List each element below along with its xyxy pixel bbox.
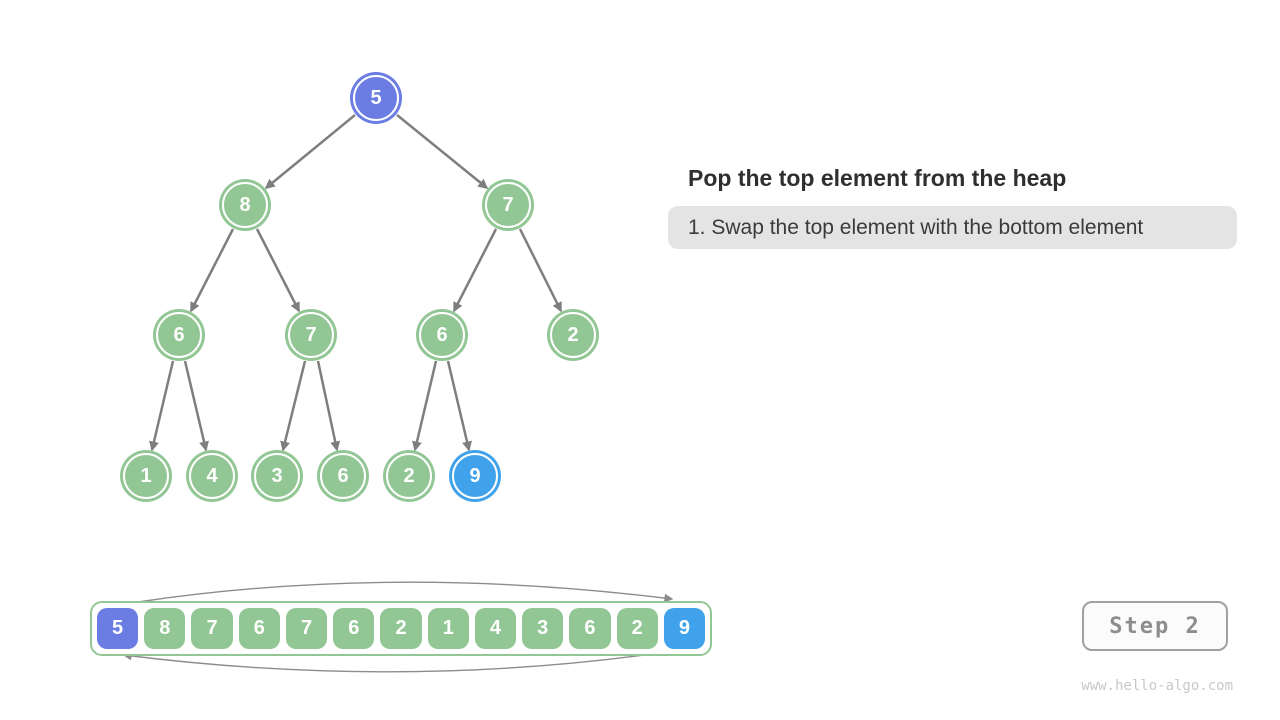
swap-arc-top xyxy=(137,581,674,603)
array-cell: 7 xyxy=(285,608,328,649)
array-cell: 4 xyxy=(474,608,517,649)
array-cell: 7 xyxy=(191,608,233,649)
edge-6-1 xyxy=(149,360,175,452)
edge-5-7 xyxy=(396,114,489,189)
array-cell: 9 xyxy=(663,608,706,649)
tree-node: 6 xyxy=(156,312,202,358)
edge-7-2 xyxy=(518,228,563,313)
array-cell: 2 xyxy=(380,608,422,649)
array-cell: 3 xyxy=(522,608,564,649)
tree-node: 2 xyxy=(550,312,596,358)
edge-5-8 xyxy=(264,114,356,189)
edge-6-9 xyxy=(446,360,472,452)
tree-node: 7 xyxy=(288,312,334,358)
tree-edges xyxy=(149,114,563,452)
edge-8-6 xyxy=(189,228,235,313)
edge-8-7 xyxy=(255,228,301,313)
array-cell: 2 xyxy=(616,608,658,649)
tree-node-bottom: 9 xyxy=(452,453,498,499)
edge-7-3 xyxy=(280,360,307,452)
step-description-pill: 1. Swap the top element with the bottom … xyxy=(668,206,1237,249)
edge-7-6b xyxy=(316,360,341,452)
figure-title: Pop the top element from the heap xyxy=(688,165,1067,191)
array-cell: 6 xyxy=(569,608,611,649)
tree-node: 8 xyxy=(222,182,268,228)
heap-array: 5 8 7 6 7 6 2 1 4 3 6 2 9 xyxy=(90,601,712,656)
edge-6-2 xyxy=(412,360,438,452)
tree-node: 6 xyxy=(419,312,465,358)
tree-node: 2 xyxy=(386,453,432,499)
array-cell: 5 xyxy=(97,608,139,649)
tree-node: 4 xyxy=(189,453,235,499)
step-description-text: 1. Swap the top element with the bottom … xyxy=(688,215,1144,239)
array-cell: 6 xyxy=(238,608,280,649)
edge-7-6 xyxy=(452,228,498,313)
array-cell: 1 xyxy=(427,608,469,649)
watermark: www.hello-algo.com xyxy=(1081,678,1233,694)
edge-6-4 xyxy=(183,360,209,452)
tree-node: 6 xyxy=(320,453,366,499)
array-cell: 6 xyxy=(333,608,375,649)
step-indicator-button[interactable]: Step 2 xyxy=(1082,601,1228,651)
tree-node-root: 5 xyxy=(353,75,399,121)
array-cell: 8 xyxy=(144,608,186,649)
tree-node: 3 xyxy=(254,453,300,499)
tree-node: 7 xyxy=(485,182,531,228)
tree-node: 1 xyxy=(123,453,169,499)
